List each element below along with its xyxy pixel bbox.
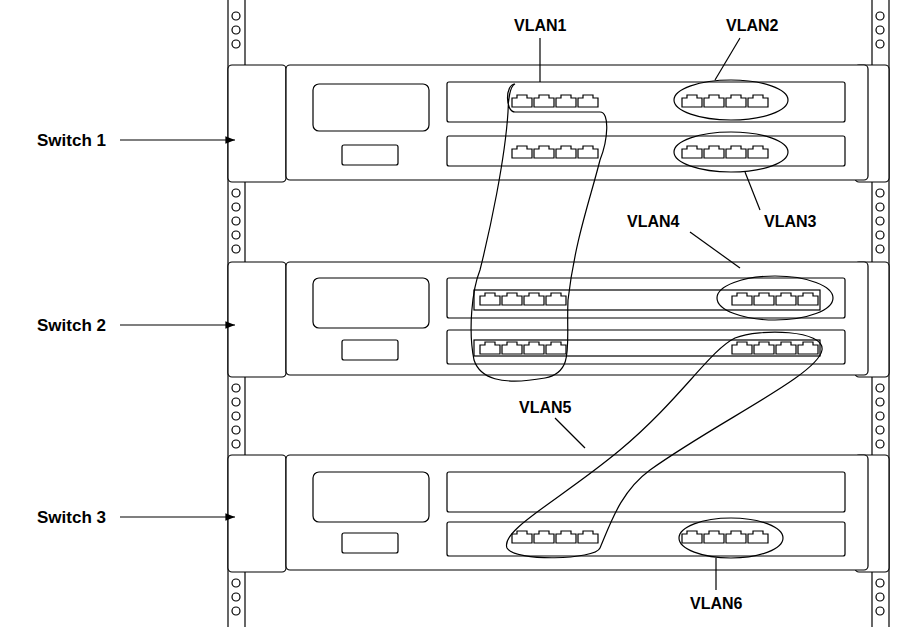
rack-hole <box>876 398 884 406</box>
rack-hole <box>232 384 240 392</box>
port-icon <box>798 293 818 305</box>
rack-hole <box>876 440 884 448</box>
rack-hole <box>232 26 240 34</box>
port-icon <box>682 146 702 158</box>
port-icon <box>748 531 768 543</box>
port-icon <box>732 293 752 305</box>
vlan-label: VLAN1 <box>514 18 566 34</box>
rack-hole <box>876 384 884 392</box>
port-icon <box>502 293 522 305</box>
port-icon <box>534 531 554 543</box>
port-icon <box>776 293 796 305</box>
rack-hole <box>232 12 240 20</box>
port-icon <box>546 293 566 305</box>
rack-hole <box>876 245 884 253</box>
port-icon <box>748 146 768 158</box>
rack-hole <box>876 203 884 211</box>
vlan-label: VLAN2 <box>726 18 778 34</box>
port-icon <box>682 531 702 543</box>
rack-hole <box>876 593 884 601</box>
port-icon <box>732 342 752 354</box>
port-icon <box>754 342 774 354</box>
port-icon <box>534 95 554 107</box>
rack-hole <box>232 607 240 615</box>
vlan-label: VLAN6 <box>690 596 742 612</box>
rack-hole <box>232 217 240 225</box>
rack-hole <box>232 398 240 406</box>
rack-hole <box>232 189 240 197</box>
port-icon <box>726 146 746 158</box>
vlan-label: VLAN4 <box>627 214 679 230</box>
port-icon <box>704 531 724 543</box>
rack-hole <box>232 579 240 587</box>
rack-hole <box>876 40 884 48</box>
rack-hole <box>232 231 240 239</box>
rack-hole <box>232 412 240 420</box>
rack-hole <box>232 426 240 434</box>
port-icon <box>578 146 598 158</box>
port-icon <box>704 95 724 107</box>
switch-label: Switch 1 <box>37 132 106 149</box>
port-icon <box>534 146 554 158</box>
rack-hole <box>232 203 240 211</box>
port-icon <box>556 531 576 543</box>
port-icon <box>546 342 566 354</box>
port-icon <box>754 293 774 305</box>
port-icon <box>578 95 598 107</box>
rack-hole <box>876 26 884 34</box>
port-icon <box>682 95 702 107</box>
port-icon <box>726 531 746 543</box>
port-icon <box>704 146 724 158</box>
switch-label: Switch 2 <box>37 317 106 334</box>
port-icon <box>512 95 532 107</box>
port-icon <box>502 342 522 354</box>
rack-hole <box>876 426 884 434</box>
port-icon <box>480 293 500 305</box>
port-icon <box>480 342 500 354</box>
switch-label: Switch 3 <box>37 509 106 526</box>
port-icon <box>578 531 598 543</box>
rack-hole <box>876 579 884 587</box>
rack-hole <box>876 412 884 420</box>
rack-hole <box>232 245 240 253</box>
port-icon <box>524 293 544 305</box>
port-icon <box>556 95 576 107</box>
vlan-label: VLAN3 <box>764 214 816 230</box>
port-icon <box>556 146 576 158</box>
rack-hole <box>232 593 240 601</box>
port-icon <box>524 342 544 354</box>
port-icon <box>512 531 532 543</box>
rack-hole <box>876 231 884 239</box>
port-icon <box>512 146 532 158</box>
rack-hole <box>876 607 884 615</box>
port-icon <box>726 95 746 107</box>
port-icon <box>748 95 768 107</box>
port-icon <box>776 342 796 354</box>
port-icon <box>798 342 818 354</box>
rack-hole <box>232 40 240 48</box>
rack-hole <box>876 189 884 197</box>
rack-hole <box>876 217 884 225</box>
rack-hole <box>876 12 884 20</box>
rack-hole <box>232 440 240 448</box>
vlan-label: VLAN5 <box>519 400 571 416</box>
